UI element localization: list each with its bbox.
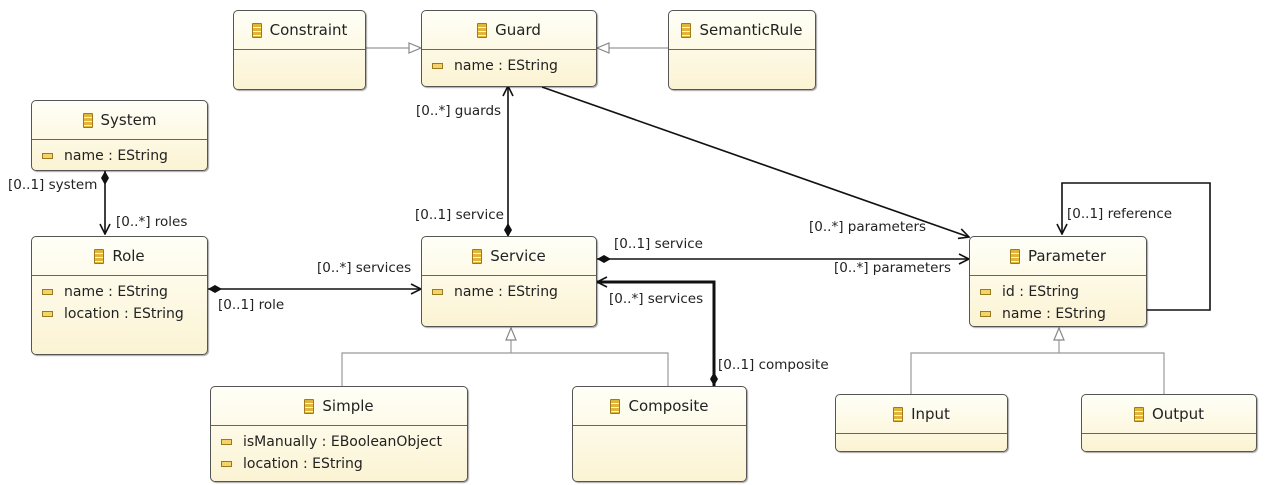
label-composite-services: [0..*] services <box>609 291 704 307</box>
eclass-icon <box>304 398 315 414</box>
class-name: Simple <box>322 397 374 415</box>
class-header: Composite <box>573 387 746 426</box>
ref-composite-services[interactable] <box>597 282 714 386</box>
eattribute-icon <box>432 63 443 69</box>
label-role: [0..1] role <box>218 297 285 313</box>
class-header: Guard <box>422 11 596 50</box>
class-header: Parameter <box>970 237 1146 276</box>
class-semanticrule[interactable]: SemanticRule <box>668 10 816 90</box>
class-constraint[interactable]: Constraint <box>233 10 366 90</box>
label-guards: [0..*] guards <box>416 103 502 119</box>
eattribute-icon <box>42 289 53 295</box>
class-name: Constraint <box>269 21 348 39</box>
inheritance-simple-service[interactable] <box>341 328 669 386</box>
class-name: Role <box>112 247 145 265</box>
class-simple[interactable]: Simple isManually : EBooleanObject locat… <box>210 386 468 482</box>
eclass-icon <box>1009 248 1020 264</box>
attribute[interactable]: name : EString <box>32 145 207 167</box>
eattribute-icon <box>980 289 991 295</box>
label-reference: [0..1] reference <box>1067 206 1173 222</box>
class-output[interactable]: Output <box>1081 394 1257 452</box>
class-name: Guard <box>495 21 541 39</box>
class-name: Composite <box>628 397 709 415</box>
class-name: System <box>100 111 157 129</box>
ref-parameter-reference[interactable] <box>1062 182 1211 311</box>
eattribute-icon <box>221 461 232 467</box>
eclass-icon <box>681 22 692 38</box>
eclass-icon <box>472 248 483 264</box>
eattribute-icon <box>221 439 232 445</box>
class-guard[interactable]: Guard name : EString <box>421 10 597 87</box>
class-name: Input <box>911 405 950 423</box>
eattribute-icon <box>980 311 991 317</box>
inheritance-io-parameter[interactable] <box>910 328 1165 394</box>
label-guard-service: [0..1] service <box>415 207 504 223</box>
class-header: Input <box>836 395 1007 434</box>
class-header: SemanticRule <box>669 11 815 50</box>
eclass-icon <box>82 112 93 128</box>
class-input[interactable]: Input <box>835 394 1008 452</box>
attribute[interactable]: id : EString <box>970 281 1146 303</box>
eclass-icon <box>251 22 262 38</box>
label-roles: [0..*] roles <box>116 214 188 230</box>
class-name: Parameter <box>1027 247 1107 265</box>
eclass-icon <box>893 406 904 422</box>
label-system: [0..1] system <box>8 177 98 193</box>
eattribute-icon <box>42 153 53 159</box>
attribute[interactable]: name : EString <box>970 303 1146 325</box>
attribute[interactable]: name : EString <box>422 281 596 303</box>
class-header: Constraint <box>234 11 365 50</box>
attribute[interactable]: location : EString <box>32 303 207 325</box>
label-role-services: [0..*] services <box>317 260 412 276</box>
eattribute-icon <box>42 311 53 317</box>
label-guard-parameters: [0..*] parameters <box>809 219 927 235</box>
class-name: Service <box>490 247 546 265</box>
attribute[interactable]: isManually : EBooleanObject <box>211 431 467 453</box>
class-role[interactable]: Role name : EString location : EString <box>31 236 208 355</box>
class-header: Role <box>32 237 207 276</box>
class-header: Output <box>1082 395 1256 434</box>
eclass-icon <box>94 248 105 264</box>
eattribute-icon <box>432 289 443 295</box>
eclass-icon <box>610 398 621 414</box>
class-header: Service <box>422 237 596 276</box>
attribute[interactable]: name : EString <box>422 55 596 77</box>
label-composite: [0..1] composite <box>718 357 829 373</box>
class-parameter[interactable]: Parameter id : EString name : EString <box>969 236 1147 327</box>
eclass-icon <box>1133 406 1144 422</box>
label-service-service: [0..1] service <box>614 236 703 252</box>
label-service-parameters: [0..*] parameters <box>834 260 952 276</box>
class-header: Simple <box>211 387 467 426</box>
class-composite[interactable]: Composite <box>572 386 747 482</box>
class-system[interactable]: System name : EString <box>31 100 208 171</box>
eclass-icon <box>477 22 488 38</box>
attribute[interactable]: name : EString <box>32 281 207 303</box>
ref-guard-parameters[interactable] <box>541 86 969 237</box>
class-service[interactable]: Service name : EString <box>421 236 597 327</box>
class-name: Output <box>1151 405 1205 423</box>
attribute[interactable]: location : EString <box>211 453 467 475</box>
class-header: System <box>32 101 207 140</box>
class-name: SemanticRule <box>699 21 803 39</box>
